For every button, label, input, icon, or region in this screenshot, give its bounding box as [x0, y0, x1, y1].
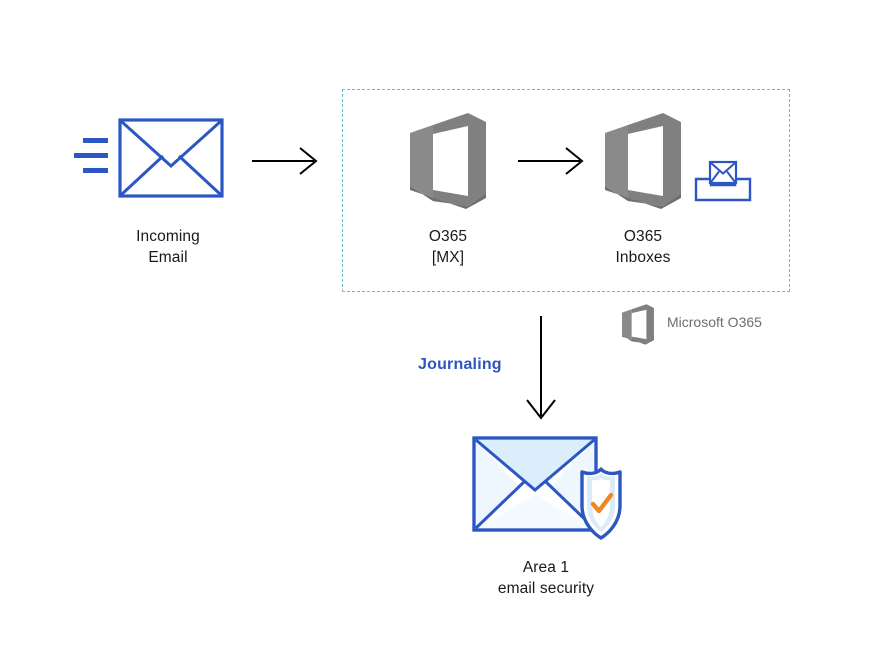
microsoft-o365-zone [342, 89, 790, 292]
incoming-email-label: Incoming Email [136, 228, 200, 266]
envelope-icon [118, 118, 224, 198]
legend-office-365-cube-icon [622, 304, 654, 345]
inbox-tray-envelope-icon [694, 160, 752, 202]
arrow-down-journaling-icon [526, 316, 556, 420]
office-365-cube-icon-inboxes [605, 113, 681, 209]
area1-email-security-icon [472, 436, 622, 540]
speed-lines-icon [74, 138, 108, 173]
area1-label: Area 1 email security [497, 559, 595, 597]
o365-inboxes-label: O365 Inboxes [615, 228, 671, 266]
shield-check-icon [580, 467, 622, 540]
envelope-icon [472, 436, 598, 532]
o365-mx-label: O365 [MX] [428, 228, 468, 266]
incoming-email-icon [74, 118, 224, 198]
office-365-cube-icon-mx [410, 113, 486, 209]
arrow-right-mx-to-inboxes-icon [518, 147, 584, 175]
legend-label: Microsoft O365 [667, 314, 762, 330]
arrow-right-incoming-to-mx-icon [252, 147, 318, 175]
journaling-edge-label: Journaling [418, 356, 502, 373]
